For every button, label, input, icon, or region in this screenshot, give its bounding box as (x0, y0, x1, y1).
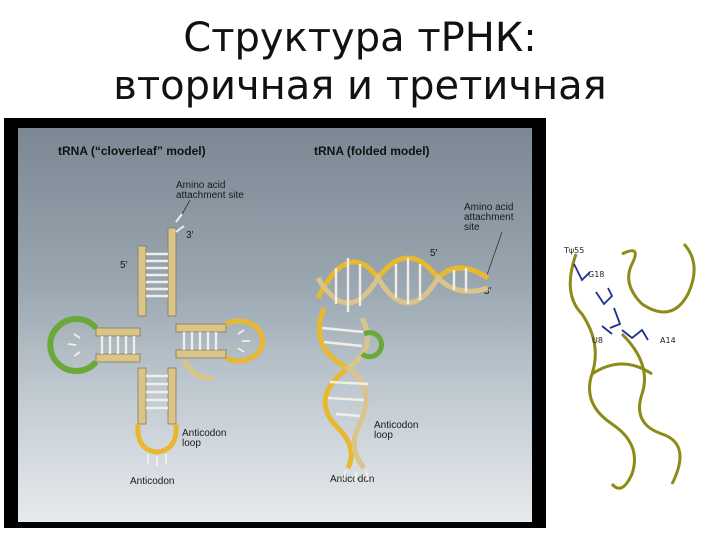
tertiary-ribbon (568, 242, 696, 490)
trna-figure-panel: tRNA (“cloverleaf” model) tRNA (folded m… (4, 118, 546, 528)
tertiary-base-pairs (573, 263, 649, 341)
slide-title-line-1: Структура тРНК: (183, 15, 537, 61)
amino-site-pointer-right (485, 231, 503, 279)
amino-site-label-left-2: attachment site (176, 190, 244, 201)
t-psi-c-arm (175, 318, 266, 364)
trna-figure-background: tRNA (“cloverleaf” model) tRNA (folded m… (18, 128, 532, 522)
acceptor-stem (137, 213, 185, 317)
anticodon-loop-label-right-2: loop (374, 430, 393, 441)
anticodon-label-left: Anticodon (130, 476, 175, 487)
cloverleaf-header: tRNA (“cloverleaf” model) (58, 144, 206, 158)
amino-site-label-right-2: attachment (464, 212, 514, 223)
amino-site-label-right-3: site (464, 222, 480, 233)
anticodon-loop-label-right-1: Anticodon (374, 420, 419, 431)
five-prime-label-right: 5′ (430, 248, 438, 259)
anticodon-arm (135, 367, 179, 466)
three-prime-label-right: 3′ (484, 286, 492, 297)
tertiary-label-g: G18 (588, 270, 605, 279)
anticodon-loop-label-left-1: Anticodon (182, 428, 227, 439)
anticodon-label-right: Anticodon (330, 474, 375, 485)
tertiary-label-8: U8 (592, 336, 603, 345)
three-prime-label-left: 3′ (186, 230, 194, 241)
folded-model (315, 231, 503, 482)
amino-site-label-right-1: Amino acid (464, 202, 514, 213)
trna-diagrams-svg (47, 199, 503, 482)
anticodon-loop-label-left-2: loop (182, 438, 201, 449)
amino-site-label-left-1: Amino acid (176, 180, 226, 191)
d-arm (47, 316, 141, 374)
slide-title-line-2: вторичная и третичная (113, 63, 607, 109)
tertiary-structure-panel: Tψ55 G18 A14 U8 (552, 234, 720, 504)
tertiary-label-t: Tψ55 (564, 246, 585, 255)
five-prime-label-left: 5′ (120, 260, 128, 271)
tertiary-label-a: A14 (660, 336, 676, 345)
folded-header: tRNA (folded model) (314, 144, 430, 158)
slide-title: Структура тРНК: вторичная и третичная (0, 14, 720, 110)
tertiary-ribbon-svg (568, 242, 696, 490)
cloverleaf-model (47, 199, 266, 466)
